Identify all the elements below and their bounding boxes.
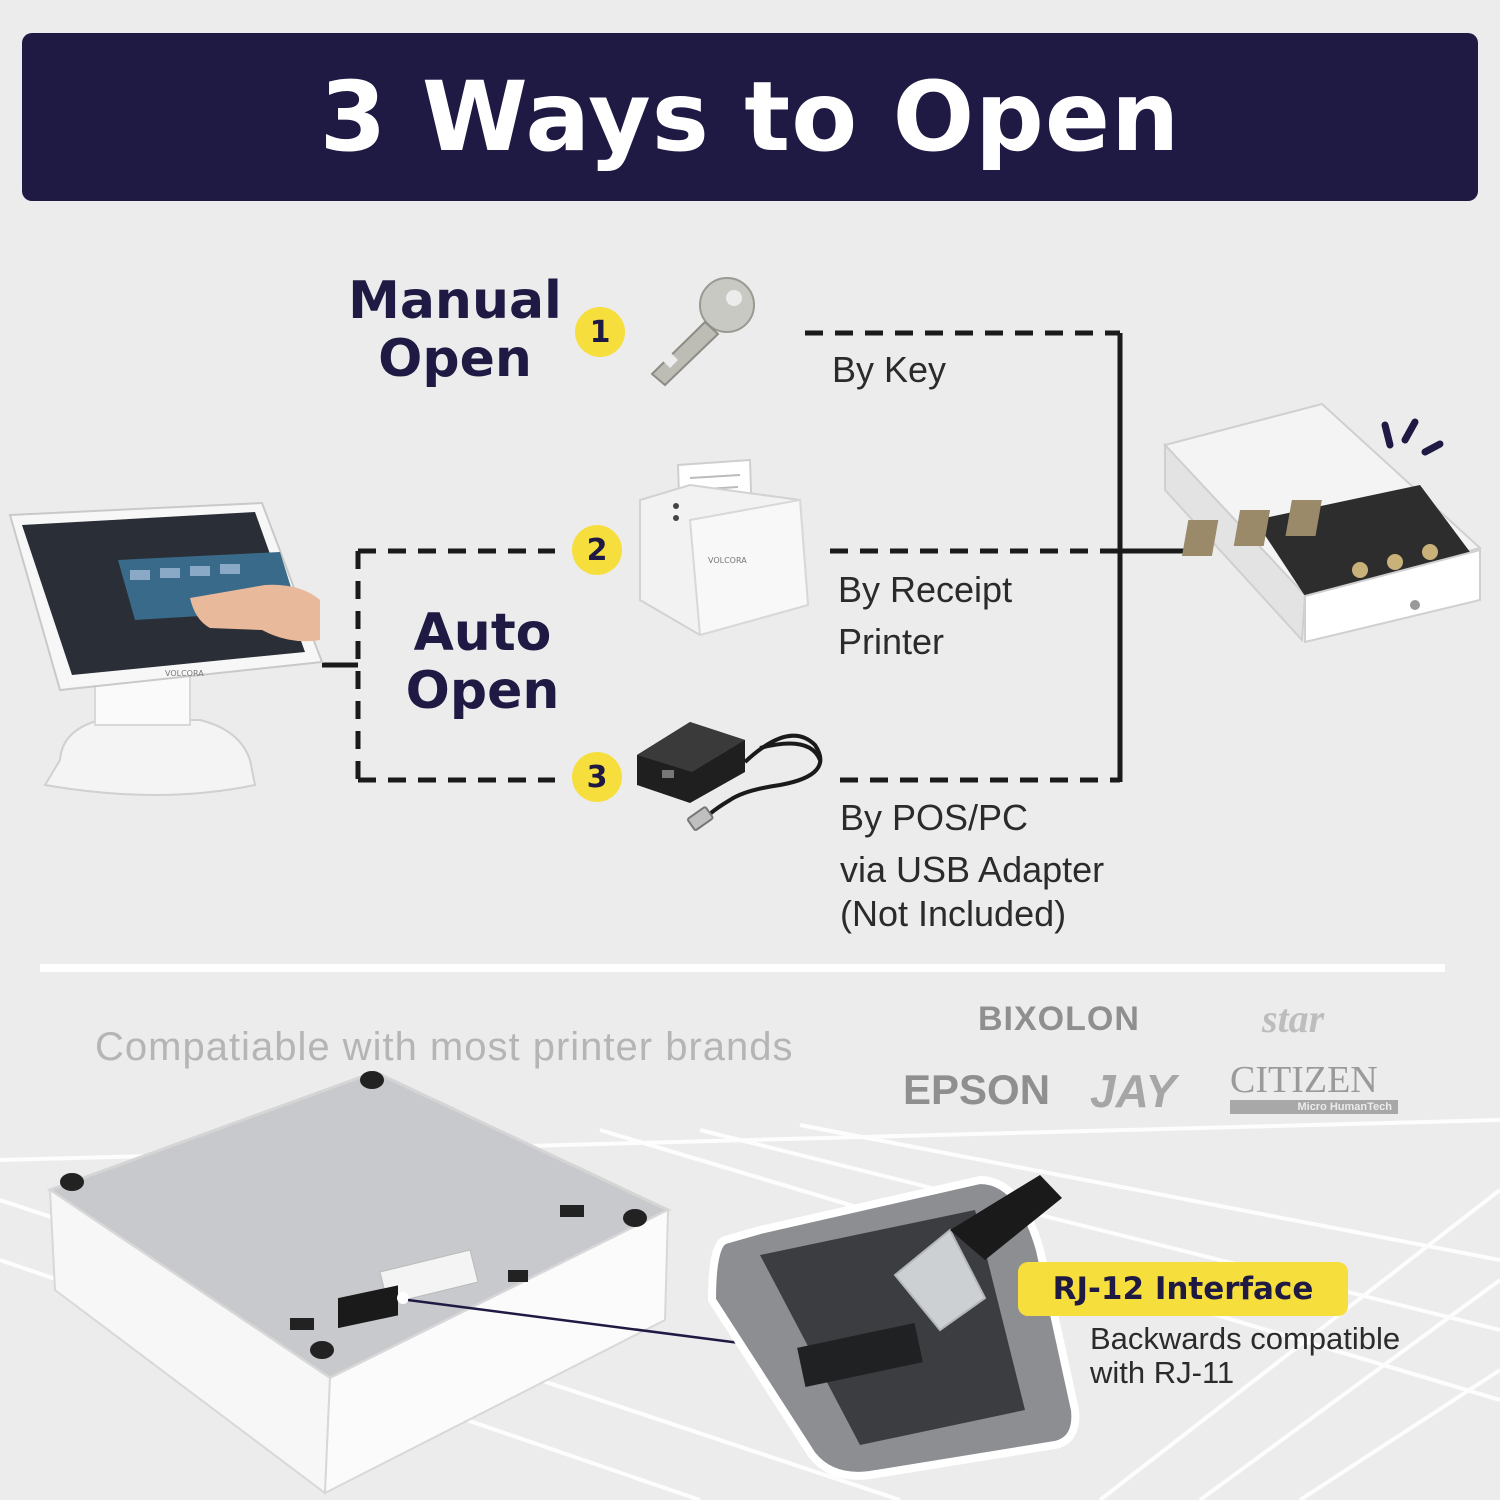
method-key-line1: By Key (832, 349, 947, 390)
svg-text:VOLCORA: VOLCORA (708, 556, 747, 565)
manual-open-line2: Open (378, 329, 532, 389)
drawer-bottom-icon (46, 1070, 672, 1495)
rj12-description: Backwards compatible with RJ-11 (1090, 1322, 1400, 1390)
brand-star: star (1262, 996, 1325, 1041)
brand-epson: EPSON (903, 1066, 1051, 1113)
brand-citizen-name: CITIZEN (1230, 1059, 1378, 1101)
method-pos-line2: via USB Adapter (840, 849, 1105, 890)
dashed-connectors (355, 330, 1120, 783)
method-pos: By POS/PC via USB Adapter (Not Included) (840, 796, 1104, 936)
cash-drawer-icon (1163, 402, 1483, 644)
title-banner: 3 Ways to Open (22, 33, 1478, 201)
badge-1: 1 (575, 307, 625, 357)
manual-open-line1: Manual (348, 271, 562, 331)
key-icon (650, 277, 755, 387)
method-printer-line1: By Receipt (838, 569, 1013, 610)
auto-open-line2: Open (405, 661, 560, 721)
page-title: 3 Ways to Open (319, 61, 1181, 173)
method-pos-line1: By POS/PC (840, 797, 1029, 838)
rj12-label: RJ-12 Interface (1018, 1262, 1348, 1316)
auto-open-label: Auto Open (385, 604, 580, 720)
method-printer-line2: Printer (838, 621, 945, 662)
method-key: By Key (832, 344, 946, 396)
method-pos-line3: (Not Included) (840, 893, 1067, 934)
badge-2: 2 (572, 525, 622, 575)
method-printer: By Receipt Printer (838, 564, 1012, 668)
brand-citizen-sub: Micro HumanTech (1230, 1100, 1398, 1114)
brand-bixolon: BIXOLON (978, 1000, 1140, 1038)
compatibility-text: Compatiable with most printer brands (95, 1025, 794, 1069)
brand-citizen: CITIZEN Micro HumanTech (1230, 1060, 1398, 1114)
brand-jay: JAY (1090, 1065, 1177, 1117)
rj12-port-zoom (707, 1175, 1080, 1480)
section-divider (40, 964, 1445, 972)
receipt-printer-icon: VOLCORA (639, 458, 810, 637)
svg-text:VOLCORA: VOLCORA (165, 669, 204, 678)
pos-terminal-icon: VOLCORA (8, 501, 324, 796)
rj12-desc-line1: Backwards compatible (1090, 1321, 1401, 1356)
badge-3: 3 (572, 752, 622, 802)
auto-open-line1: Auto (413, 603, 552, 663)
rj12-desc-line2: with RJ-11 (1090, 1355, 1235, 1390)
usb-adapter-icon (637, 722, 823, 831)
manual-open-label: Manual Open (345, 272, 565, 388)
